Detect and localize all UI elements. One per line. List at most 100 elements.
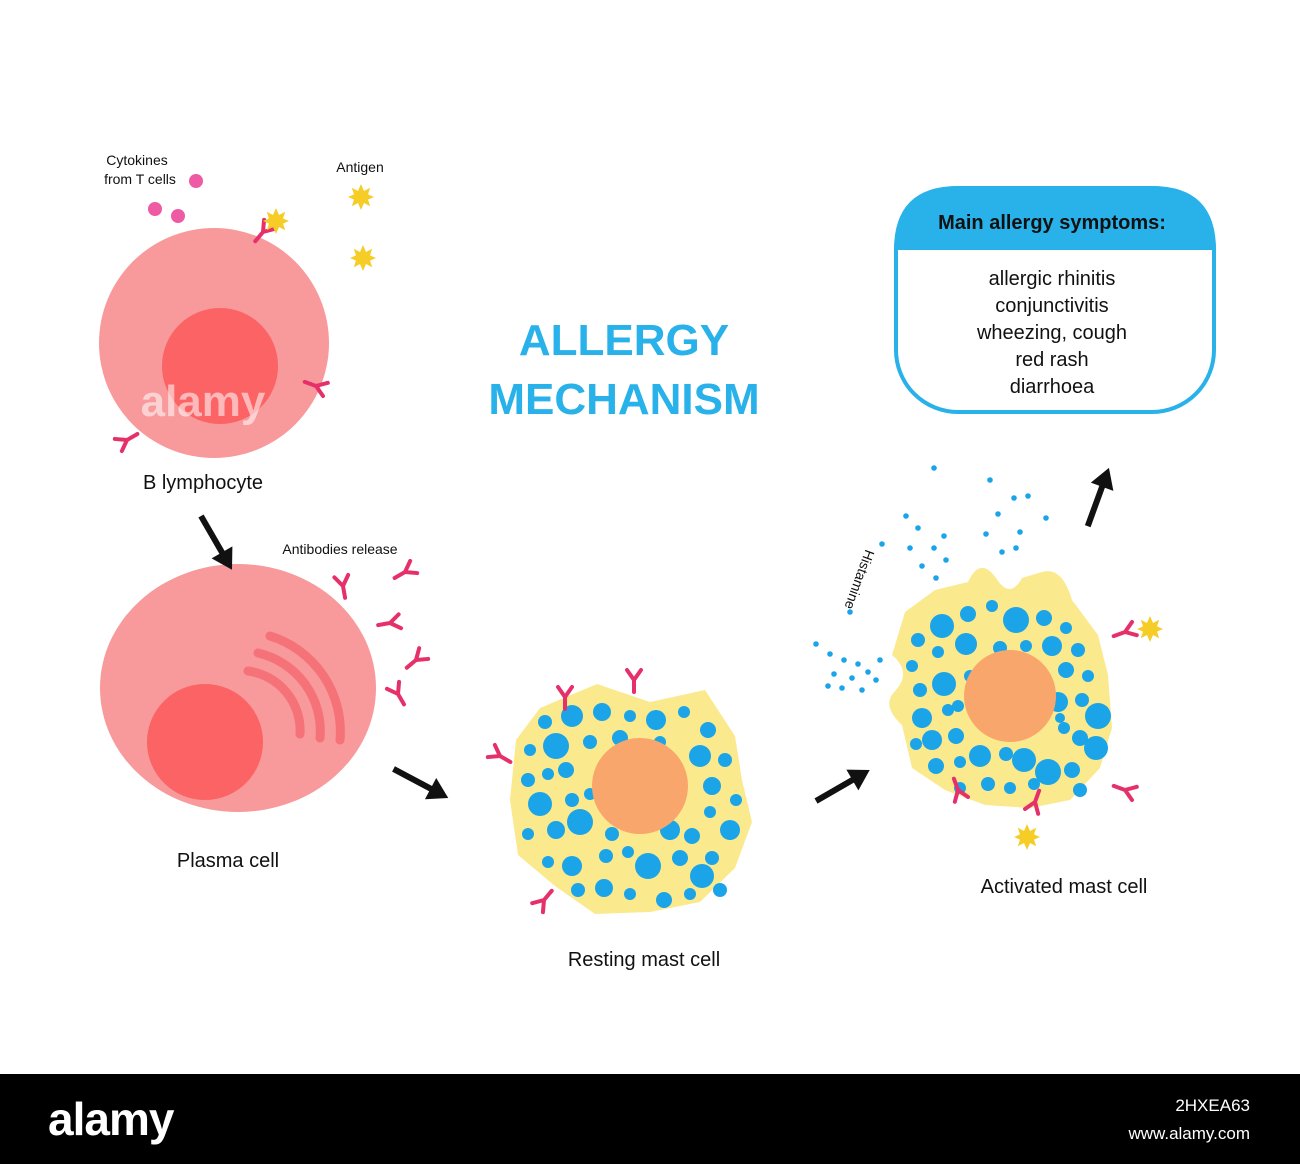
granule-dot bbox=[931, 545, 937, 551]
granule-dot bbox=[999, 549, 1005, 555]
granule-dot bbox=[948, 728, 964, 744]
granule-dot bbox=[1071, 643, 1085, 657]
arrow-plasma-to-resting bbox=[392, 766, 449, 800]
plasma-cell bbox=[100, 564, 376, 812]
granule-dot bbox=[1055, 713, 1065, 723]
cytokines-label-line2: from T cells bbox=[104, 171, 176, 187]
flow-arrows bbox=[198, 467, 1114, 804]
granule-dot bbox=[593, 703, 611, 721]
granule-dot bbox=[605, 827, 619, 841]
granule-dot bbox=[646, 710, 666, 730]
granule-dot bbox=[932, 646, 944, 658]
footer-url: www.alamy.com bbox=[1128, 1124, 1250, 1143]
watermark-text: alamy bbox=[141, 377, 266, 426]
granule-dot bbox=[865, 669, 871, 675]
granule-dot bbox=[910, 738, 922, 750]
b-lymphocyte-label: B lymphocyte bbox=[143, 472, 263, 494]
granule-dot bbox=[672, 850, 688, 866]
granule-dot bbox=[567, 809, 593, 835]
antibodies-release-label: Antibodies release bbox=[282, 541, 397, 557]
symptom-item: wheezing, cough bbox=[976, 322, 1127, 344]
granule-dot bbox=[933, 575, 939, 581]
granule-dot bbox=[524, 744, 536, 756]
footer-bar: alamy 2HXEA63 www.alamy.com bbox=[0, 1074, 1300, 1164]
granule-dot bbox=[915, 525, 921, 531]
granule-dot bbox=[713, 883, 727, 897]
granule-dot bbox=[689, 745, 711, 767]
cytokine-dots bbox=[148, 174, 203, 223]
granule-dot bbox=[995, 511, 1001, 517]
granule-dot bbox=[678, 706, 690, 718]
granule-dot bbox=[528, 792, 552, 816]
granule-dot bbox=[841, 657, 847, 663]
granule-dot bbox=[981, 777, 995, 791]
granule-dot bbox=[1020, 640, 1032, 652]
granule-dot bbox=[983, 531, 989, 537]
granule-dot bbox=[622, 846, 634, 858]
granule-dot bbox=[839, 685, 845, 691]
granule-dot bbox=[1075, 693, 1089, 707]
granule-dot bbox=[1064, 762, 1080, 778]
granule-dot bbox=[931, 465, 937, 471]
granule-dot bbox=[847, 609, 853, 615]
arrow-activated-to-symptoms bbox=[1084, 467, 1114, 528]
granule-dot bbox=[703, 777, 721, 795]
plasma-cell-label: Plasma cell bbox=[177, 850, 279, 872]
granule-dot bbox=[624, 888, 636, 900]
granule-dot bbox=[932, 672, 956, 696]
granule-dot bbox=[1082, 670, 1094, 682]
granule-dot bbox=[855, 661, 861, 667]
granule-dot bbox=[827, 651, 833, 657]
granule-dot bbox=[543, 733, 569, 759]
granule-dot bbox=[718, 753, 732, 767]
granule-dot bbox=[913, 683, 927, 697]
granule-dot bbox=[877, 657, 883, 663]
granule-dot bbox=[1060, 622, 1072, 634]
granule-dot bbox=[558, 762, 574, 778]
granule-dot bbox=[1058, 722, 1070, 734]
granule-dot bbox=[969, 745, 991, 767]
granule-dot bbox=[547, 821, 565, 839]
granule-dot bbox=[542, 856, 554, 868]
activated-mast-cell bbox=[889, 567, 1112, 808]
granule-dot bbox=[1004, 782, 1016, 794]
granule-dot bbox=[922, 730, 942, 750]
granule-dot bbox=[911, 633, 925, 647]
diagram-canvas: Main allergy symptoms: allergic rhinitis… bbox=[99, 152, 1216, 971]
granule-dot bbox=[849, 675, 855, 681]
cytokines-label: Cytokines bbox=[106, 152, 167, 168]
granule-dot bbox=[859, 687, 865, 693]
granule-dot bbox=[955, 633, 977, 655]
granule-dot bbox=[684, 888, 696, 900]
granule-dot bbox=[1011, 495, 1017, 501]
granule-dot bbox=[565, 793, 579, 807]
granule-dot bbox=[987, 477, 993, 483]
histamine-label: Histamine bbox=[841, 548, 877, 612]
arrow-resting-to-activated bbox=[814, 769, 870, 804]
activated-mast-cell-label: Activated mast cell bbox=[981, 876, 1148, 898]
granule-dot bbox=[1003, 607, 1029, 633]
granule-dot bbox=[912, 708, 932, 728]
granule-dot bbox=[879, 541, 885, 547]
granule-dot bbox=[635, 853, 661, 879]
granule-dot bbox=[720, 820, 740, 840]
granule-dot bbox=[873, 677, 879, 683]
symptoms-box: Main allergy symptoms: allergic rhinitis… bbox=[894, 186, 1216, 414]
granule-dot bbox=[624, 710, 636, 722]
granule-dot bbox=[571, 883, 585, 897]
symptom-item: allergic rhinitis bbox=[989, 268, 1116, 290]
granule-dot bbox=[1012, 748, 1036, 772]
granule-dot bbox=[1058, 662, 1074, 678]
footer-image-id: 2HXEA63 bbox=[1175, 1096, 1250, 1115]
granule-dot bbox=[960, 606, 976, 622]
granule-dot bbox=[930, 614, 954, 638]
granule-dot bbox=[542, 768, 554, 780]
footer-logo: alamy bbox=[48, 1093, 174, 1145]
arrow-b-to-plasma bbox=[198, 514, 233, 570]
symptom-item: red rash bbox=[1015, 349, 1088, 371]
granule-dot bbox=[561, 705, 583, 727]
symptoms-heading: Main allergy symptoms: bbox=[938, 212, 1166, 234]
granule-dot bbox=[656, 892, 672, 908]
granule-dot bbox=[1017, 529, 1023, 535]
